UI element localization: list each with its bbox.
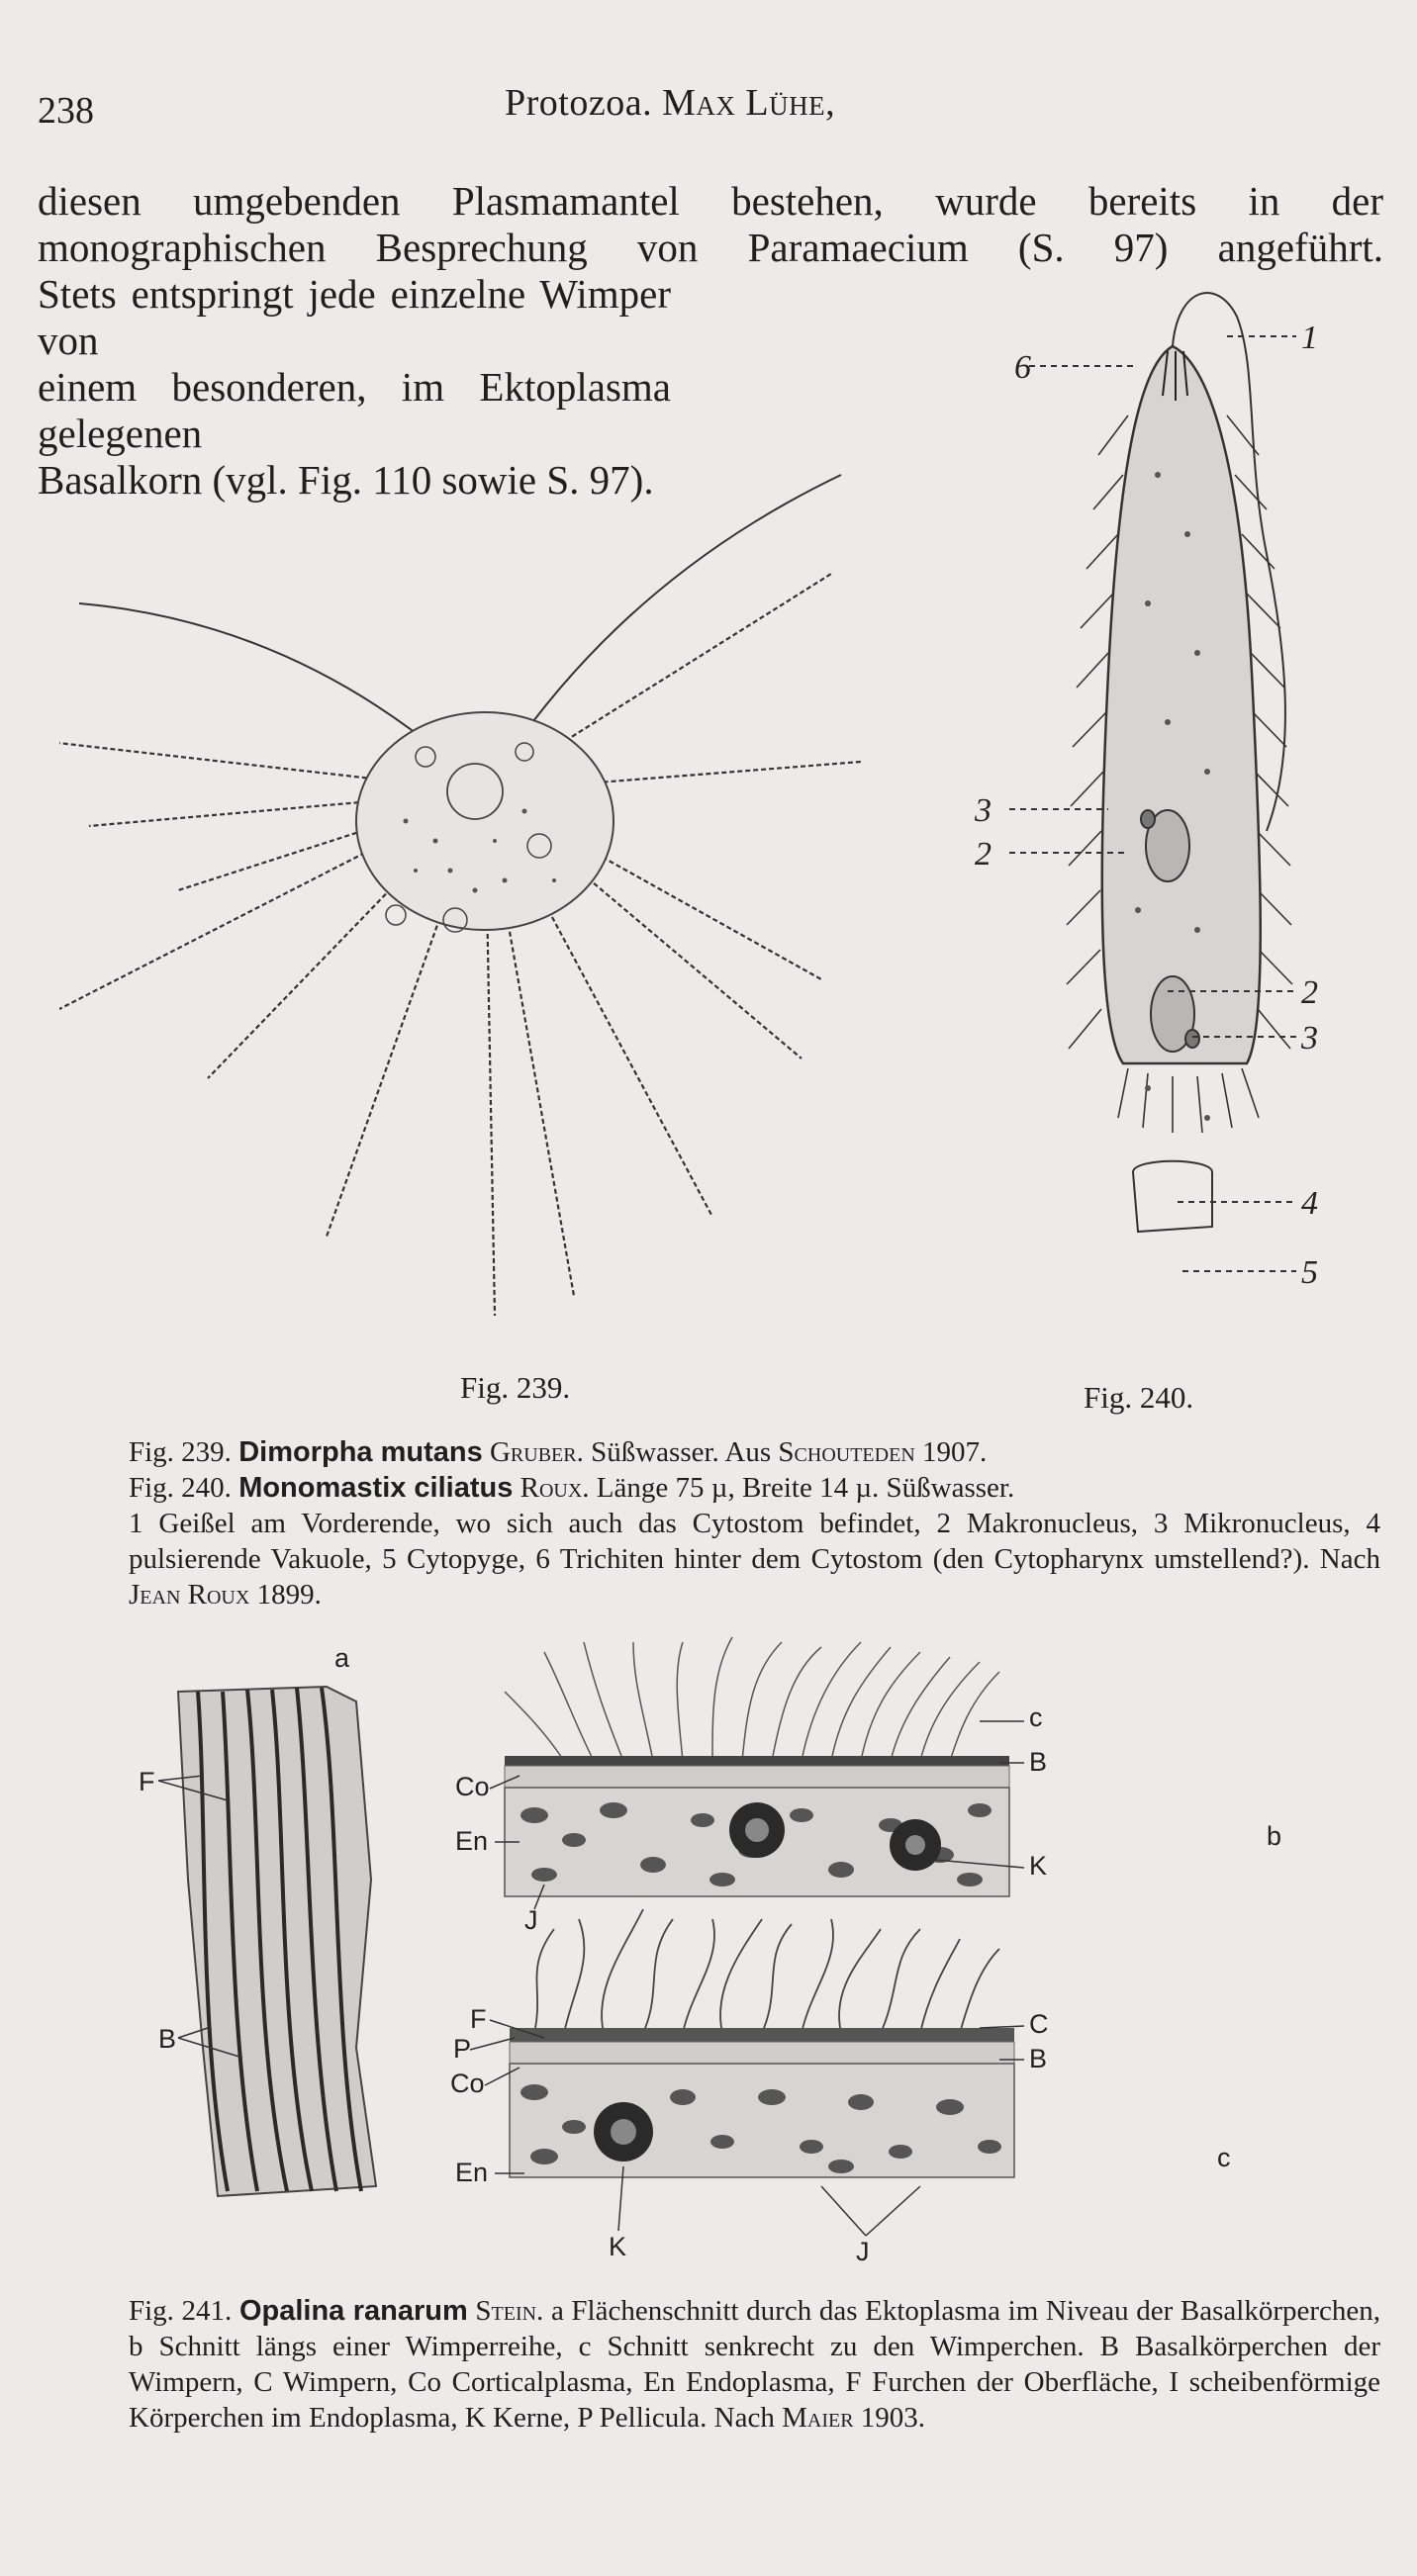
callout-4: 4 [1301, 1185, 1318, 1222]
opalina-illustration: a F B [139, 1636, 1281, 2266]
intro-line: diesen umgebenden Plasmamantel bestehen,… [38, 178, 1383, 224]
callout-6: 6 [1014, 349, 1031, 386]
label-c-P: P [453, 2034, 471, 2064]
figure-240-callouts: 1 6 3 2 2 3 4 5 [974, 320, 1318, 1286]
label-b-J: J [524, 1905, 538, 1935]
label-a-F: F [139, 1767, 155, 1796]
caption-240-species: Monomastix ciliatus [238, 1472, 514, 1504]
label-b-K: K [1029, 1851, 1047, 1881]
callout-2b: 2 [1301, 974, 1318, 1011]
intro-text: diesen umgebenden Plasmamantel bestehen,… [38, 178, 1383, 504]
caption-240-prefix: Fig. 240. [129, 1472, 232, 1504]
caption-239-source: Schouteden [778, 1436, 915, 1468]
caption-240: Fig. 240. Monomastix ciliatus Roux. Läng… [0, 1470, 1380, 1506]
figure-239 [59, 465, 900, 1335]
callout-2a: 2 [975, 836, 992, 873]
figure-239-label: Fig. 239. [460, 1370, 571, 1405]
caption-240-year: 1899. [256, 1579, 322, 1610]
caption-240-measures: Länge 75 µ, Breite 14 µ. Süßwasser. [596, 1472, 1015, 1504]
label-b-En: En [455, 1826, 488, 1856]
caption-241-species: Opalina ranarum [238, 2295, 468, 2327]
label-a-B: B [158, 2024, 176, 2054]
label-c-En: En [455, 2158, 488, 2187]
panel-b-label: b [1267, 1821, 1281, 1851]
caption-241-source: Maier [782, 2402, 854, 2434]
label-b-B: B [1029, 1747, 1047, 1777]
running-head: Protozoa. Max Lühe, [505, 81, 835, 125]
figure-241: a F B [129, 1632, 1296, 2275]
label-b-c: c [1029, 1702, 1043, 1732]
intro-line: Stets entspringt jede einzelne Wimper vo… [38, 271, 671, 363]
caption-239-species: Dimorpha mutans [238, 1436, 483, 1468]
caption-241-year: 1903. [860, 2402, 926, 2434]
label-c-J: J [856, 2237, 870, 2266]
caption-240-legend: 1 Geißel am Vorderende, wo sich auch das… [129, 1508, 1380, 1575]
callout-1: 1 [1301, 320, 1318, 356]
caption-241-legend: a Flächenschnitt durch das Ektoplasma im… [129, 2295, 1380, 2434]
caption-241: Fig. 241. Opalina ranarum Stein. a Fläch… [129, 2293, 1380, 2436]
caption-241-prefix: Fig. 241. [129, 2295, 233, 2327]
running-title: Protozoa. [505, 82, 653, 124]
figure-240 [999, 277, 1395, 1345]
callout-5: 5 [1301, 1254, 1318, 1286]
caption-240-authority: Roux. [520, 1472, 590, 1504]
caption-240-body: 1 Geißel am Vorderende, wo sich auch das… [129, 1506, 1380, 1612]
caption-239: Fig. 239. Dimorpha mutans Gruber. Süßwas… [129, 1434, 1380, 1470]
author-name: Max Lühe, [662, 82, 836, 124]
panel-a-label: a [334, 1643, 350, 1673]
intro-line: Basalkorn (vgl. Fig. 110 sowie S. 97). [38, 457, 654, 503]
callout-3a: 3 [974, 792, 992, 829]
caption-239-prefix: Fig. 239. [129, 1436, 232, 1468]
page-number: 238 [38, 90, 94, 132]
dimorpha-illustration [59, 474, 862, 1317]
intro-line: monographischen Besprechung von Paramaec… [38, 225, 1383, 270]
label-c-B: B [1029, 2044, 1047, 2073]
caption-239-year: 1907. [922, 1436, 988, 1468]
label-c-F: F [470, 2004, 487, 2034]
label-c-K: K [609, 2232, 626, 2261]
label-c-Co: Co [450, 2069, 485, 2098]
caption-240-source: Jean Roux [129, 1579, 250, 1610]
label-b-Co: Co [455, 1772, 490, 1801]
callout-3b: 3 [1300, 1020, 1318, 1057]
monomastix-illustration [1066, 292, 1293, 1234]
panel-c-label: c [1217, 2143, 1231, 2172]
figure-240-label: Fig. 240. [1084, 1380, 1194, 1415]
label-c-C: C [1029, 2009, 1049, 2039]
caption-239-text: Süßwasser. Aus [591, 1436, 772, 1468]
caption-241-authority: Stein. [475, 2295, 544, 2327]
intro-line: einem besonderen, im Ektoplasma gelegene… [38, 364, 671, 456]
caption-239-authority: Gruber. [489, 1436, 584, 1468]
